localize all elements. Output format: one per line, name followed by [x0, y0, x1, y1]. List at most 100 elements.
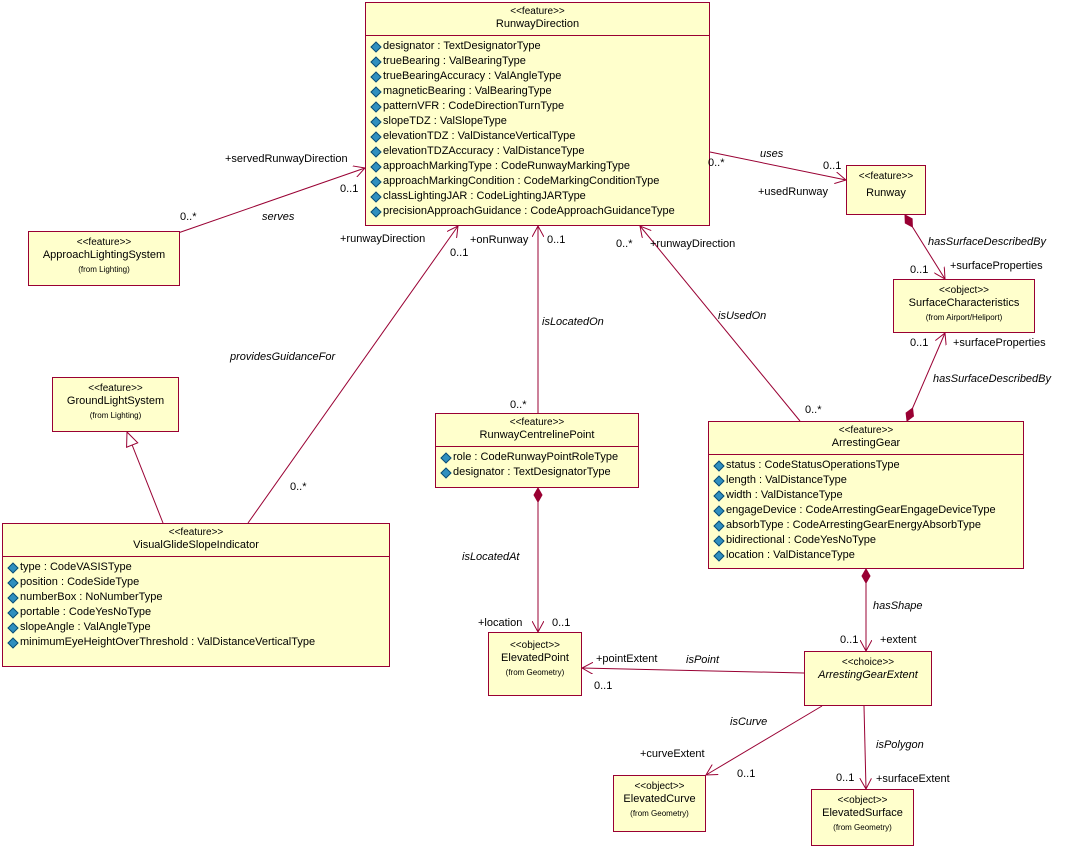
attribute-text: patternVFR : CodeDirectionTurnType	[383, 100, 565, 112]
class-header: <<feature>> VisualGlideSlopeIndicator	[3, 524, 389, 557]
stereotype: <<object>>	[938, 285, 990, 296]
attribute-list: status : CodeStatusOperationsType length…	[709, 455, 1023, 565]
mult-guidance-a: 0..1	[450, 247, 469, 259]
class-header: <<object>> ElevatedCurve (from Geometry)	[614, 776, 705, 823]
class-runway-direction[interactable]: <<feature>> RunwayDirection designator :…	[365, 2, 710, 226]
attribute-text: portable : CodeYesNoType	[20, 606, 152, 618]
attribute-row: trueBearing : ValBearingType	[370, 54, 705, 69]
assoc-name-is-curve: isCurve	[730, 716, 768, 728]
attribute-icon	[7, 636, 19, 649]
attribute-row: designator : TextDesignatorType	[370, 39, 705, 54]
role-surface-extent: +surfaceExtent	[876, 773, 950, 785]
class-elevated-point[interactable]: <<object>> ElevatedPoint (from Geometry)	[488, 632, 582, 696]
class-ground-light-system[interactable]: <<feature>> GroundLightSystem (from Ligh…	[52, 377, 179, 432]
class-runway[interactable]: <<feature>> Runway	[846, 165, 926, 215]
class-name: RunwayDirection	[495, 18, 580, 30]
class-header: <<feature>> ArrestingGear	[709, 422, 1023, 455]
attribute-icon	[713, 504, 725, 517]
attribute-text: status : CodeStatusOperationsType	[726, 459, 900, 471]
attribute-icon	[7, 576, 19, 589]
attribute-icon	[7, 561, 19, 574]
mult-located-at: 0..1	[552, 617, 571, 629]
attribute-row: approachMarkingCondition : CodeMarkingCo…	[370, 174, 705, 189]
attribute-row: elevationTDZAccuracy : ValDistanceType	[370, 144, 705, 159]
class-elevated-curve[interactable]: <<object>> ElevatedCurve (from Geometry)	[613, 775, 706, 832]
attribute-row: approachMarkingType : CodeRunwayMarkingT…	[370, 159, 705, 174]
class-name: ArrestingGearExtent	[818, 669, 918, 681]
attribute-icon	[440, 451, 452, 464]
attribute-row: engageDevice : CodeArrestingGearEngageDe…	[713, 503, 1019, 518]
class-header: <<feature>> Runway	[847, 166, 925, 204]
attribute-row: location : ValDistanceType	[713, 548, 1019, 563]
assoc-runway-surface-line	[905, 215, 945, 279]
class-header: <<object>> ElevatedSurface (from Geometr…	[812, 790, 913, 837]
attribute-row: trueBearingAccuracy : ValAngleType	[370, 69, 705, 84]
attribute-row: width : ValDistanceType	[713, 488, 1019, 503]
attribute-row: length : ValDistanceType	[713, 473, 1019, 488]
attribute-icon	[713, 549, 725, 562]
attribute-row: elevationTDZ : ValDistanceVerticalType	[370, 129, 705, 144]
class-header: <<object>> SurfaceCharacteristics (from …	[894, 280, 1034, 327]
class-name: ArrestingGear	[831, 437, 901, 449]
assoc-is-point-line	[582, 668, 805, 673]
attribute-icon	[713, 474, 725, 487]
stereotype: <<choice>>	[841, 657, 895, 668]
role-on-runway: +onRunway	[470, 234, 529, 246]
generalization-line	[127, 432, 164, 524]
role-runway-direction-used-on: +runwayDirection	[650, 238, 736, 250]
attribute-row: status : CodeStatusOperationsType	[713, 458, 1019, 473]
attribute-list: designator : TextDesignatorType trueBear…	[366, 36, 709, 221]
attribute-row: slopeAngle : ValAngleType	[7, 620, 385, 635]
attribute-text: designator : TextDesignatorType	[453, 466, 611, 478]
attribute-text: magneticBearing : ValBearingType	[383, 85, 552, 97]
attribute-icon	[713, 459, 725, 472]
attribute-row: designator : TextDesignatorType	[440, 465, 634, 480]
class-approach-lighting-system[interactable]: <<feature>> ApproachLightingSystem (from…	[28, 231, 180, 286]
attribute-text: approachMarkingType : CodeRunwayMarkingT…	[383, 160, 631, 172]
attribute-text: numberBox : NoNumberType	[20, 591, 163, 603]
assoc-is-polygon-line	[864, 705, 866, 789]
attribute-icon	[713, 534, 725, 547]
class-surface-characteristics[interactable]: <<object>> SurfaceCharacteristics (from …	[893, 279, 1035, 333]
attribute-icon	[370, 145, 382, 158]
class-runway-centreline-point[interactable]: <<feature>> RunwayCentrelinePoint role :…	[435, 413, 639, 488]
attribute-icon	[440, 466, 452, 479]
class-visual-glide-slope-indicator[interactable]: <<feature>> VisualGlideSlopeIndicator ty…	[2, 523, 390, 667]
class-header: <<feature>> GroundLightSystem (from Ligh…	[53, 378, 178, 425]
class-header: <<feature>> RunwayCentrelinePoint	[436, 414, 638, 447]
attribute-icon	[370, 130, 382, 143]
attribute-row: position : CodeSideType	[7, 575, 385, 590]
attribute-row: classLightingJAR : CodeLightingJARType	[370, 189, 705, 204]
attribute-row: type : CodeVASISType	[7, 560, 385, 575]
class-name: Runway	[866, 187, 906, 199]
class-arresting-gear[interactable]: <<feature>> ArrestingGear status : CodeS…	[708, 421, 1024, 569]
assoc-name-is-located-on: isLocatedOn	[542, 316, 604, 328]
attribute-icon	[370, 100, 382, 113]
class-name: VisualGlideSlopeIndicator	[133, 539, 259, 551]
class-header: <<object>> ElevatedPoint (from Geometry)	[489, 633, 581, 682]
class-elevated-surface[interactable]: <<object>> ElevatedSurface (from Geometr…	[811, 789, 914, 846]
package-note: (from Lighting)	[89, 411, 142, 420]
assoc-name-serves: serves	[262, 211, 295, 223]
class-header: <<feature>> RunwayDirection	[366, 3, 709, 36]
package-note: (from Lighting)	[78, 265, 130, 274]
assoc-provides-guidance-line	[247, 226, 458, 524]
attribute-icon	[370, 115, 382, 128]
attribute-text: width : ValDistanceType	[726, 489, 843, 501]
assoc-name-is-polygon: isPolygon	[876, 739, 924, 751]
stereotype: <<object>>	[509, 640, 561, 651]
mult-located-on-a: 0..1	[547, 234, 566, 246]
assoc-is-curve-line	[706, 705, 823, 775]
mult-serves-a: 0..1	[340, 183, 359, 195]
role-extent: +extent	[880, 634, 917, 646]
attribute-text: role : CodeRunwayPointRoleType	[453, 451, 619, 463]
role-used-runway: +usedRunway	[758, 186, 829, 198]
attribute-text: classLightingJAR : CodeLightingJARType	[383, 190, 586, 202]
attribute-row: role : CodeRunwayPointRoleType	[440, 450, 634, 465]
stereotype: <<feature>>	[509, 417, 565, 428]
role-curve-extent: +curveExtent	[640, 748, 705, 760]
assoc-uses-line	[709, 151, 846, 180]
stereotype: <<object>>	[634, 781, 685, 792]
role-point-extent: +pointExtent	[596, 653, 658, 665]
class-arresting-gear-extent[interactable]: <<choice>> ArrestingGearExtent	[804, 651, 932, 706]
